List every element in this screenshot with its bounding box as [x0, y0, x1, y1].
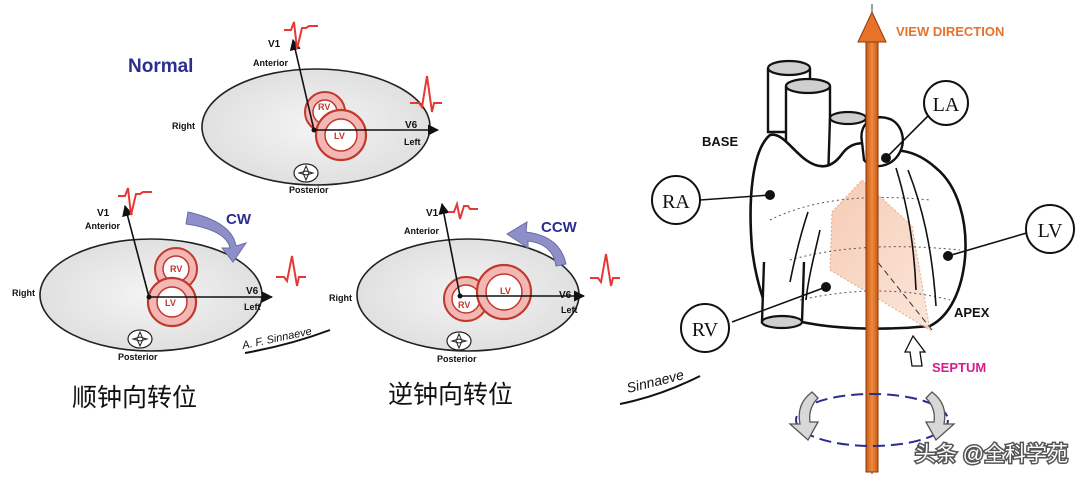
rv-label: RV	[458, 300, 470, 310]
clockwise-arrow-icon	[185, 211, 248, 263]
spine-icon	[446, 331, 472, 351]
ccw-badge: CCW	[541, 219, 578, 236]
cw-caption: 顺钟向转位	[72, 384, 197, 412]
v1-axis	[438, 202, 461, 297]
ra-callout: RA	[651, 175, 775, 225]
ecg-v1-icon	[118, 187, 152, 216]
cw-badge: CW	[226, 211, 252, 228]
rotation-arrow-left-icon	[788, 391, 820, 442]
ra-callout-label: RA	[662, 191, 690, 213]
v6-label: V6	[405, 120, 418, 131]
spine-icon	[293, 163, 319, 183]
rv-label: RV	[318, 102, 330, 112]
cw-panel: RV LV V1 Anterior Right V6 Left Posterio…	[12, 187, 331, 412]
la-callout: LA	[881, 80, 969, 163]
ecg-v6-icon	[590, 253, 620, 287]
posterior-label: Posterior	[437, 354, 477, 364]
right-label: Right	[172, 121, 195, 131]
posterior-label: Posterior	[118, 352, 158, 362]
septum-label: SEPTUM	[932, 360, 986, 375]
v1-label: V1	[426, 208, 439, 219]
lv-label: LV	[165, 298, 176, 308]
ecg-v1-icon	[284, 21, 318, 50]
v1-axis	[289, 38, 315, 131]
lv-label: LV	[334, 131, 345, 141]
ccw-caption: 逆钟向转位	[388, 381, 513, 409]
v1-axis	[122, 204, 150, 298]
lv-callout-label: LV	[1038, 220, 1063, 242]
spine-icon	[127, 329, 153, 349]
anterior-label: Anterior	[85, 221, 121, 231]
septum-pointer-icon	[903, 334, 927, 367]
heart-signature: Sinnaeve	[625, 366, 686, 396]
watermark: 头条 @全科学苑	[915, 443, 1068, 466]
ecg-v6-icon	[276, 255, 306, 287]
v6-label: V6	[246, 286, 259, 297]
v1-label: V1	[97, 208, 110, 219]
v1-label: V1	[268, 39, 281, 50]
anterior-label: Anterior	[404, 226, 440, 236]
right-label: Right	[12, 288, 35, 298]
lv-label: LV	[500, 286, 511, 296]
apex-label: APEX	[954, 305, 990, 320]
ccw-panel: RV LV V1 Anterior Right V6 Left Posterio…	[329, 200, 620, 409]
posterior-label: Posterior	[289, 185, 329, 195]
rv-callout-label: RV	[692, 319, 719, 341]
normal-title: Normal	[128, 56, 193, 77]
left-label: Left	[404, 137, 421, 147]
rotation-arrow-right-icon	[924, 391, 956, 442]
left-label: Left	[244, 302, 261, 312]
left-label: Left	[561, 305, 578, 315]
normal-panel: Normal RV LV V1 Anterior Right V6 Left P…	[128, 21, 442, 195]
ecg-v1-icon	[448, 200, 478, 220]
view-direction-arrow-icon	[857, 10, 887, 43]
base-label: BASE	[702, 134, 738, 149]
rotation-ellipse	[795, 393, 949, 447]
right-label: Right	[329, 293, 352, 303]
la-callout-label: LA	[933, 94, 960, 116]
heart-diagram: VIEW DIRECTION BASE APEX SEPTUM LA RA LV	[619, 4, 1075, 475]
v6-label: V6	[559, 290, 572, 301]
anterior-label: Anterior	[253, 58, 289, 68]
lv-callout: LV	[943, 204, 1075, 261]
counterclockwise-arrow-icon	[506, 221, 567, 267]
rv-label: RV	[170, 264, 182, 274]
view-direction-label: VIEW DIRECTION	[896, 24, 1004, 39]
view-direction-rod	[865, 41, 879, 473]
ivc-vessel	[760, 261, 806, 324]
ecg-v6-icon	[410, 75, 442, 113]
rv-callout: RV	[680, 282, 831, 353]
